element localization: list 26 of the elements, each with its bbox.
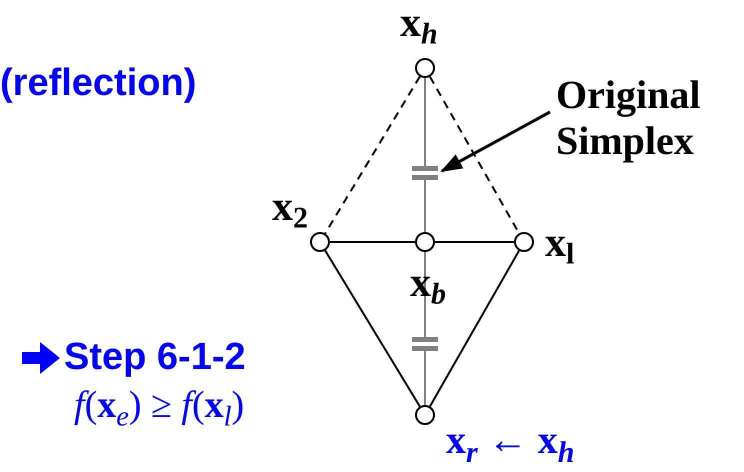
vertex-circle: [310, 232, 330, 252]
equal-tick-mark: [412, 337, 438, 351]
dashed-line: [324, 76, 421, 234]
condition-formula: f(x$_{e}$) ≥ f(x$_{l}$): [74, 386, 244, 432]
callout-text: Original Simplex: [550, 72, 744, 164]
line: [424, 351, 426, 405]
leader-arrow: [440, 110, 551, 172]
vertex-circle: [514, 232, 534, 252]
vertex-circle: [415, 405, 435, 425]
line: [424, 78, 426, 166]
vertex-label: x$_{h}$: [400, 2, 438, 50]
line: [330, 241, 415, 243]
update-formula: x$_{r}$ ← x$_{h}$: [446, 420, 574, 468]
vertex-label: x$_{2}$: [272, 186, 308, 234]
vertex-circle: [415, 232, 435, 252]
line: [324, 250, 421, 407]
step-text: Step 6-1-2: [64, 338, 246, 376]
vertex-circle: [415, 58, 435, 78]
equal-tick-mark: [412, 166, 438, 180]
line: [435, 241, 514, 243]
annotation-text: (reflection): [0, 64, 196, 102]
line: [424, 252, 426, 337]
line: [429, 250, 520, 407]
vertex-label: x$_{l}$: [545, 222, 574, 270]
line: [424, 180, 426, 232]
vertex-label: x$_{b}$: [410, 262, 446, 310]
